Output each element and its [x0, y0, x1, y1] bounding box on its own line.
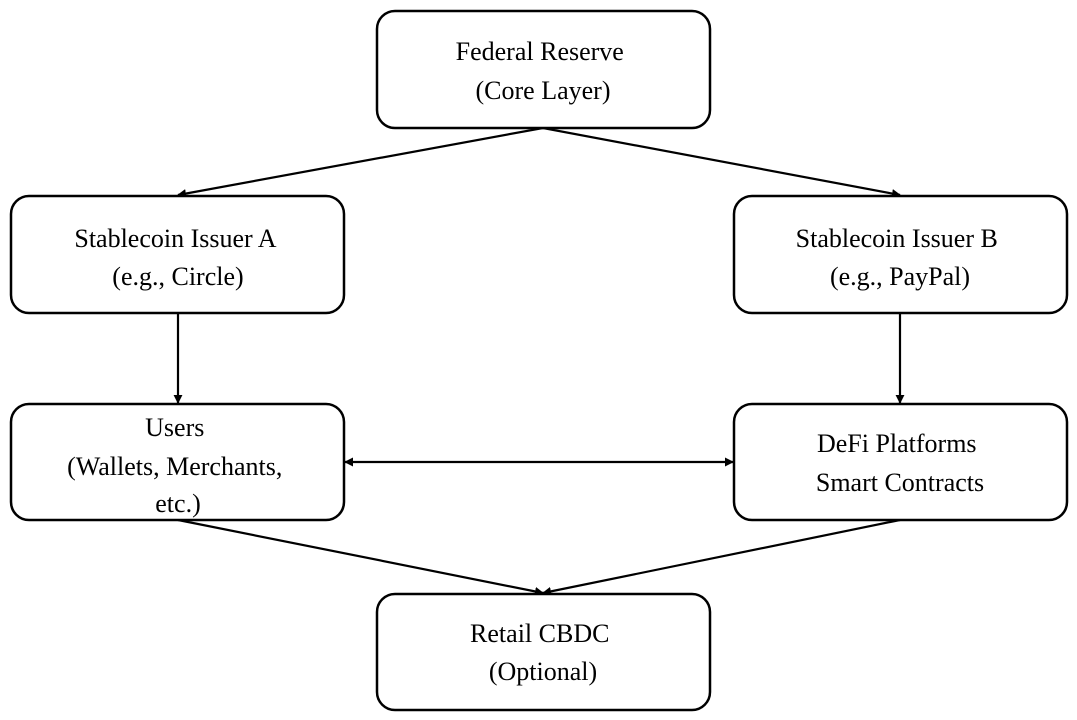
node-defi-platforms-box [732, 402, 1069, 522]
edges-layer [173, 126, 905, 596]
node-federal-reserve-line-1: Federal Reserve [456, 37, 624, 66]
node-retail-cbdc-box [375, 592, 712, 712]
node-stablecoin-issuer-b-line-2: (e.g., PayPal) [830, 262, 970, 291]
node-retail-cbdc-label: Retail CBDC (Optional) [470, 619, 616, 686]
node-defi-platforms-line-1: DeFi Platforms [817, 429, 977, 458]
node-retail-cbdc: Retail CBDC (Optional) [375, 592, 712, 712]
node-stablecoin-issuer-b-label: Stablecoin Issuer B (e.g., PayPal) [796, 224, 1005, 291]
node-stablecoin-issuer-b-line-1: Stablecoin Issuer B [796, 224, 998, 253]
node-users-line-1: Users [145, 413, 204, 442]
node-retail-cbdc-line-1: Retail CBDC [470, 619, 609, 648]
node-federal-reserve: Federal Reserve (Core Layer) [375, 9, 712, 130]
node-stablecoin-issuer-a: Stablecoin Issuer A (e.g., Circle) [9, 194, 346, 315]
node-stablecoin-issuer-a-box [9, 194, 346, 315]
edge-defi-to-cbdc [542, 518, 901, 596]
edge-users-to-cbdc [177, 518, 544, 596]
node-federal-reserve-box [375, 9, 712, 130]
node-stablecoin-issuer-b-box [732, 194, 1069, 315]
edge-federal-reserve-to-issuer-a [177, 126, 544, 198]
node-stablecoin-issuer-a-line-2: (e.g., Circle) [112, 262, 243, 291]
node-users-box [9, 402, 346, 522]
node-users-line-2: (Wallets, Merchants, [67, 452, 282, 481]
node-users-label: Users (Wallets, Merchants, etc.) [67, 413, 289, 518]
node-stablecoin-issuer-b: Stablecoin Issuer B (e.g., PayPal) [732, 194, 1069, 315]
node-stablecoin-issuer-a-label: Stablecoin Issuer A (e.g., Circle) [74, 224, 281, 291]
node-stablecoin-issuer-a-line-1: Stablecoin Issuer A [74, 224, 276, 253]
node-defi-platforms-line-2: Smart Contracts [816, 468, 984, 497]
node-users-line-3: etc.) [155, 489, 200, 518]
node-users: Users (Wallets, Merchants, etc.) [9, 402, 346, 522]
node-retail-cbdc-line-2: (Optional) [489, 657, 597, 686]
node-defi-platforms: DeFi Platforms Smart Contracts [732, 402, 1069, 522]
node-defi-platforms-label: DeFi Platforms Smart Contracts [816, 429, 984, 497]
edge-federal-reserve-to-issuer-b [542, 126, 901, 198]
node-federal-reserve-label: Federal Reserve (Core Layer) [456, 37, 631, 105]
node-federal-reserve-line-2: (Core Layer) [476, 76, 611, 105]
